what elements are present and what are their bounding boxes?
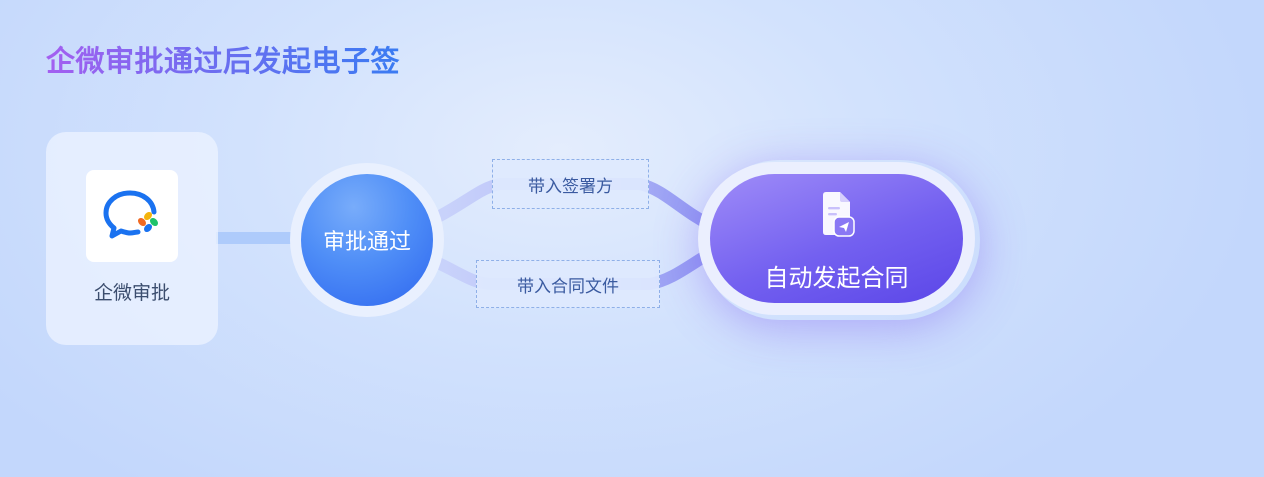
approval-node: 审批通过 — [290, 163, 444, 317]
source-connector — [216, 232, 298, 244]
tag-bring-files: 带入合同文件 — [476, 260, 660, 308]
auto-contract-node[interactable]: 自动发起合同 — [698, 162, 975, 315]
auto-contract-pill[interactable]: 自动发起合同 — [710, 174, 963, 303]
tag-bring-signer: 带入签署方 — [492, 159, 649, 209]
page-title: 企微审批通过后发起电子签 — [46, 38, 400, 80]
wecom-icon-box — [86, 170, 178, 262]
source-label: 企微审批 — [93, 282, 170, 304]
action-label: 自动发起合同 — [764, 264, 909, 292]
wecom-icon — [103, 190, 159, 239]
approval-label: 审批通过 — [322, 230, 411, 255]
wecom-approval-card[interactable]: 企微审批 — [46, 132, 218, 345]
document-send-icon — [823, 192, 855, 237]
approval-circle: 审批通过 — [301, 174, 433, 306]
